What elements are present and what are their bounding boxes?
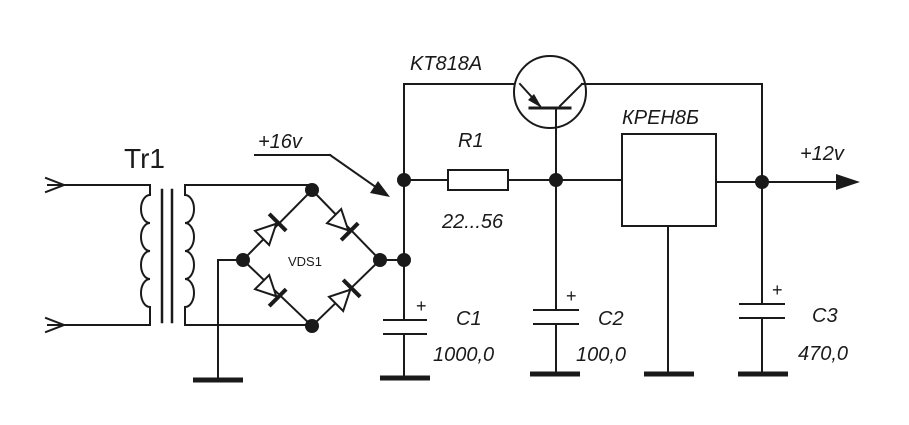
input-voltage-label: +16v — [258, 131, 303, 153]
capacitor-c1: + C1 1000,0 — [380, 296, 494, 381]
c3-name: C3 — [812, 305, 838, 327]
secondary-winding — [184, 184, 195, 326]
c1-plus: + — [416, 296, 427, 316]
c2-value: 100,0 — [576, 344, 626, 366]
regulator-kren8b: КРЕН8Б — [555, 107, 717, 377]
diode-4 — [327, 278, 362, 313]
resistor-r1: R1 22...56 — [403, 130, 557, 233]
c2-plus: + — [566, 286, 577, 306]
bridge-label: VDS1 — [288, 254, 322, 269]
regulator-label: КРЕН8Б — [622, 107, 699, 129]
c2-name: C2 — [598, 308, 624, 330]
resistor-label: R1 — [458, 130, 484, 152]
diode-3 — [253, 273, 288, 308]
output-terminal: +12v — [761, 143, 860, 190]
secondary-wiring — [184, 184, 313, 383]
primary-winding — [140, 184, 151, 326]
transformer-tr1: Tr1 — [124, 143, 195, 326]
transistor-label: KT818A — [410, 53, 482, 75]
capacitor-c2: + C2 100,0 — [530, 173, 626, 377]
resistor-value: 22...56 — [441, 211, 504, 233]
input-terminals — [44, 176, 151, 334]
c1-name: C1 — [456, 308, 482, 330]
input-rail — [379, 83, 521, 321]
output-voltage-label: +12v — [800, 143, 845, 165]
c1-value: 1000,0 — [433, 344, 494, 366]
input-voltage-annotation: +16v — [254, 131, 390, 197]
diode-bridge-vds1: VDS1 — [236, 183, 387, 333]
diode-2 — [325, 207, 360, 242]
diode-1 — [253, 212, 288, 247]
transistor-kt818a: KT818A — [410, 53, 763, 181]
transformer-label: Tr1 — [124, 143, 165, 174]
c3-value: 470,0 — [798, 343, 848, 365]
c3-plus: + — [772, 280, 783, 300]
capacitor-c3: + C3 470,0 — [715, 83, 848, 377]
